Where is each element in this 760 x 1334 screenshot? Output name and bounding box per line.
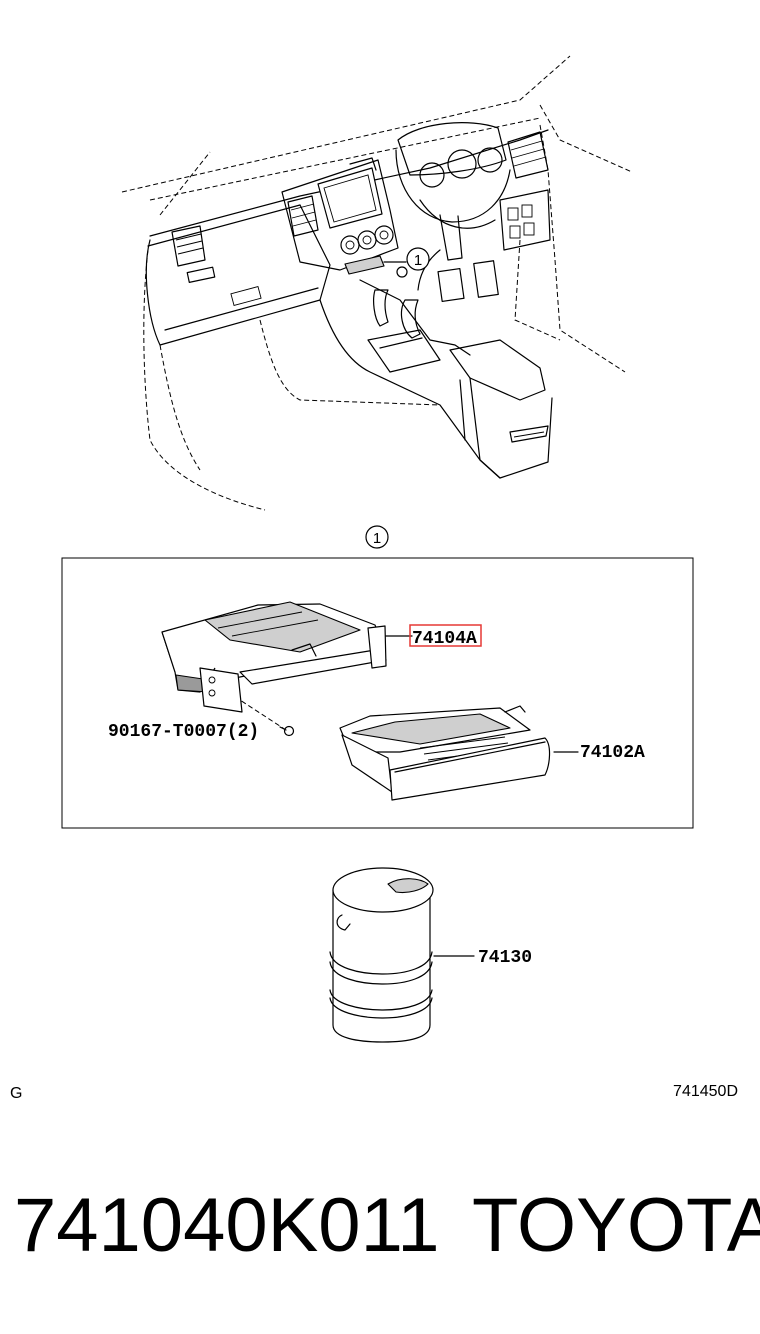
highlight-box [409, 624, 482, 647]
detail-frame [61, 557, 694, 829]
brand-name: TOYOTA [472, 1183, 760, 1268]
part-number: 741040K011 [14, 1183, 440, 1268]
detail-callout: 1 [365, 525, 389, 549]
center-vent-icon [287, 195, 319, 237]
holder-part-illustration [161, 601, 387, 713]
label-74104A: 74104A [412, 629, 477, 649]
ashtray-cup-illustration [329, 867, 434, 1043]
label-screw: 90167-T0007(2) [108, 722, 259, 742]
footer-right-code: 741450D [673, 1083, 738, 1100]
right-vent-icon [507, 131, 549, 179]
label-74102A: 74102A [580, 743, 645, 763]
screw-icon [239, 699, 295, 737]
dashboard-illustration: 1 [121, 55, 633, 511]
callout-number-detail: 1 [373, 530, 381, 547]
drawer-part-illustration [339, 705, 551, 801]
left-vent-icon [171, 225, 206, 267]
callout-number-top: 1 [414, 252, 422, 269]
footer-left-code: G [10, 1085, 22, 1102]
label-74130: 74130 [478, 948, 532, 968]
